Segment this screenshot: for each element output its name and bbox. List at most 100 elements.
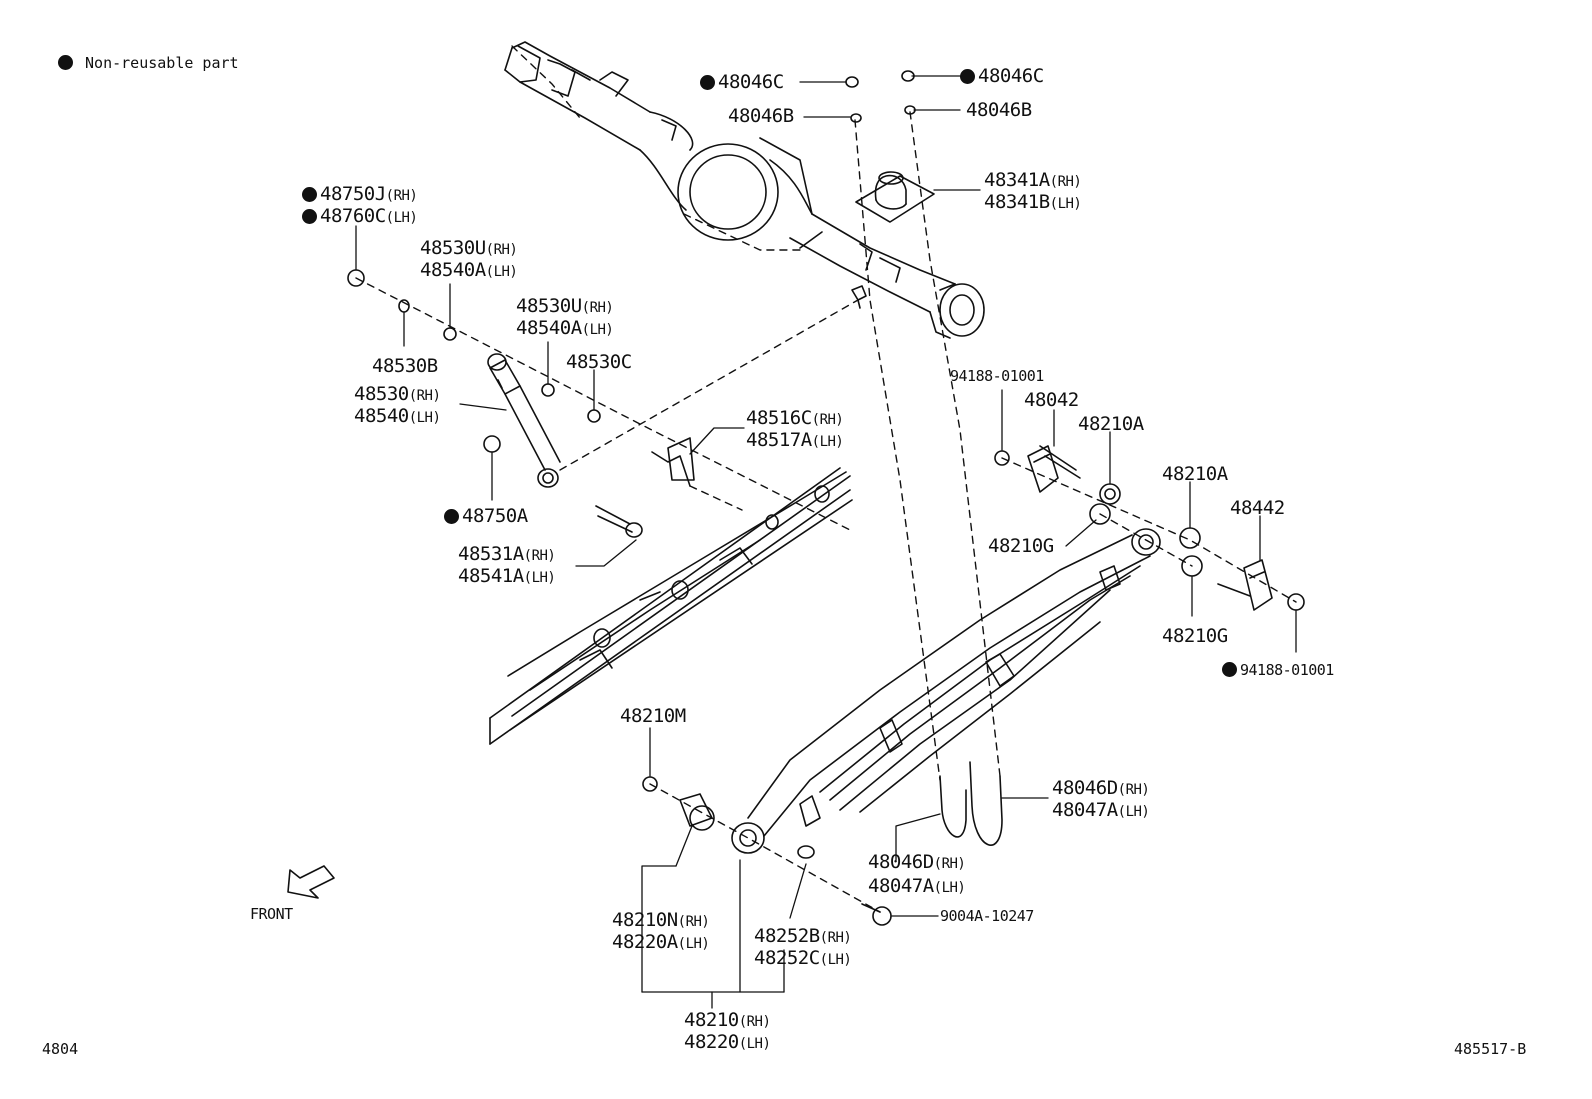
part-label-48341a: 48341A(RH) <box>984 170 1082 193</box>
part-label-9004a-10247: 9004A-10247 <box>940 906 1034 927</box>
part-number: 48046C <box>718 71 784 93</box>
part-side: (RH) <box>581 300 614 316</box>
part-label-48540a: 48540A(LH) <box>420 260 518 283</box>
part-side: (LH) <box>811 434 844 450</box>
part-side: (RH) <box>677 914 710 930</box>
part-side: (LH) <box>677 936 710 952</box>
part-number: 48047A <box>868 875 934 897</box>
part-label-48046d: 48046D(RH) <box>1052 777 1150 801</box>
front-arrow-icon <box>288 866 334 898</box>
part-side: (LH) <box>523 570 556 586</box>
part-number: 48042 <box>1024 389 1079 411</box>
part-number: 48540A <box>516 317 582 339</box>
part-number: 48220 <box>684 1031 739 1053</box>
part-number: 48530 <box>354 383 409 405</box>
part-side: (RH) <box>523 548 556 564</box>
nonreusable-dot-icon <box>302 187 317 202</box>
part-side: (RH) <box>408 388 441 404</box>
part-number: 94188-01001 <box>1240 661 1334 679</box>
part-number: 94188-01001 <box>950 367 1044 385</box>
fastener-drawing <box>348 71 915 537</box>
part-label-48046d: 48046D(RH) <box>868 851 966 875</box>
part-label-48530u: 48530U(RH) <box>516 295 614 319</box>
part-number: 48046C <box>978 65 1044 87</box>
part-label-48046c: 48046C <box>960 66 1044 87</box>
shackle-drawing <box>995 446 1304 610</box>
part-number: 48760C <box>320 205 386 227</box>
part-number: 48750A <box>462 505 528 527</box>
part-label-48750j: 48750J(RH) <box>302 183 418 207</box>
part-label-48046b: 48046B <box>966 100 1032 121</box>
dashed-guide-lines <box>356 46 1296 912</box>
footer-right-code: 485517-B <box>1454 1040 1527 1058</box>
nonreusable-dot-icon <box>700 75 715 90</box>
part-side: (LH) <box>581 322 614 338</box>
part-label-48047a: 48047A(LH) <box>868 875 966 899</box>
part-number: 48210 <box>684 1009 739 1031</box>
part-number: 48341B <box>984 191 1050 213</box>
shock-absorber-drawing <box>488 354 560 487</box>
part-number: 48210A <box>1078 413 1144 435</box>
part-label-48442: 48442 <box>1230 498 1285 519</box>
part-number: 48516C <box>746 407 812 429</box>
part-number: 48442 <box>1230 497 1285 519</box>
part-side: (RH) <box>819 930 852 946</box>
part-label-48530u: 48530U(RH) <box>420 237 518 261</box>
part-label-48210a: 48210A <box>1078 414 1144 435</box>
legend: Non-reusable part <box>58 54 239 72</box>
part-number: 48210G <box>1162 625 1228 647</box>
footer-left-code: 4804 <box>42 1040 79 1058</box>
part-side: (RH) <box>485 242 518 258</box>
part-label-48210n: 48210N(RH) <box>612 909 710 933</box>
part-side: (RH) <box>385 188 418 204</box>
part-label-48517a: 48517A(LH) <box>746 429 844 453</box>
part-number: 48530C <box>566 351 632 373</box>
part-side: (LH) <box>819 952 852 968</box>
part-label-48530c: 48530C <box>566 352 632 373</box>
part-label-48530: 48530(RH) <box>354 383 441 407</box>
nonreusable-dot-icon <box>58 55 73 70</box>
part-side: (RH) <box>1117 782 1150 798</box>
front-label: FRONT <box>250 905 293 923</box>
frame-rail-drawing <box>490 468 852 744</box>
part-number: 48530U <box>420 237 486 259</box>
part-side: (RH) <box>738 1014 771 1030</box>
part-number: 48210A <box>1162 463 1228 485</box>
part-label-48541a: 48541A(LH) <box>458 566 556 589</box>
part-label-48750a: 48750A <box>444 506 528 527</box>
part-label-48760c: 48760C(LH) <box>302 205 418 229</box>
part-number: 48750J <box>320 183 386 205</box>
part-number: 48531A <box>458 543 524 565</box>
leader-lines <box>356 76 1296 1008</box>
part-label-48210: 48210(RH) <box>684 1009 771 1033</box>
u-bolt-drawing <box>940 762 1002 845</box>
part-side: (LH) <box>738 1036 771 1052</box>
part-number: 48046D <box>1052 777 1118 799</box>
part-label-48220: 48220(LH) <box>684 1031 771 1055</box>
part-label-48210m: 48210M <box>620 706 686 727</box>
part-label-48046c: 48046C <box>700 72 784 93</box>
part-side: (RH) <box>1049 174 1082 190</box>
part-side: (LH) <box>485 264 518 280</box>
part-number: 48517A <box>746 429 812 451</box>
nonreusable-dot-icon <box>302 209 317 224</box>
part-side: (RH) <box>811 412 844 428</box>
part-label-48047a: 48047A(LH) <box>1052 800 1150 823</box>
part-side: (LH) <box>1049 196 1082 212</box>
part-number: 48210N <box>612 909 678 931</box>
part-side: (LH) <box>933 880 966 896</box>
part-side: (LH) <box>408 410 441 426</box>
nonreusable-dot-icon <box>960 69 975 84</box>
part-number: 48530U <box>516 295 582 317</box>
part-number: 48252C <box>754 947 820 969</box>
leaf-spring-drawing <box>732 529 1160 853</box>
part-label-48210g: 48210G <box>988 536 1054 557</box>
part-number: 48220A <box>612 931 678 953</box>
part-label-48210a: 48210A <box>1162 464 1228 485</box>
part-label-48210g: 48210G <box>1162 626 1228 647</box>
part-number: 48046D <box>868 851 934 873</box>
nonreusable-dot-icon <box>1222 662 1237 677</box>
part-label-48531a: 48531A(RH) <box>458 543 556 567</box>
